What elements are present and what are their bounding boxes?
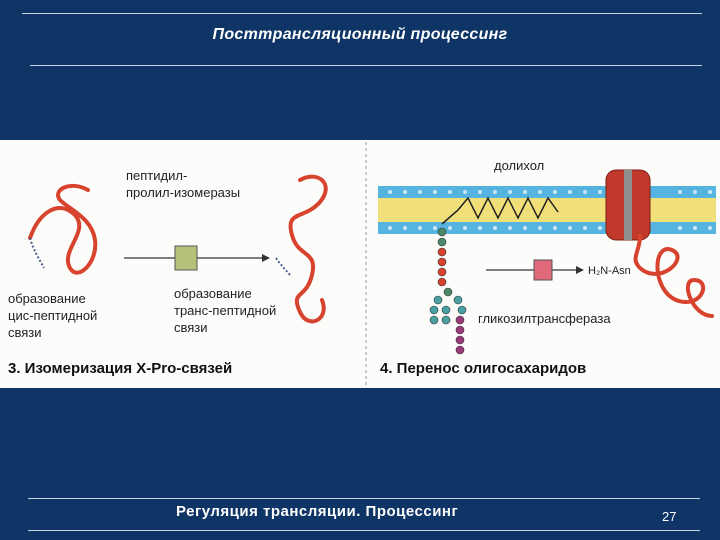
oligosaccharide-chain	[429, 227, 467, 355]
right-panel-caption: 4. Перенос олигосахаридов	[380, 360, 586, 377]
page-number: 27	[662, 509, 677, 524]
dolichol-chain	[457, 196, 559, 220]
top-rule	[22, 13, 702, 14]
isomerase-arrowhead	[262, 254, 270, 262]
trans-label-line3: связи	[174, 320, 208, 335]
bottom-rule	[28, 530, 700, 531]
footer-rule	[28, 498, 700, 499]
title-underline	[30, 65, 702, 66]
translocon-pore	[624, 170, 632, 240]
trans-label-line1: образование	[174, 286, 252, 301]
transfer-arrowhead	[576, 266, 584, 274]
protein-chain-trans	[288, 174, 328, 324]
enzyme-label-line2: пролил-изомеразы	[126, 185, 240, 200]
figure-illustration: пептидил- пролил-изомеразы образование ц…	[8, 142, 716, 386]
cis-label-line1: образование	[8, 291, 86, 306]
figure-panel: пептидил- пролил-изомеразы образование ц…	[0, 140, 720, 388]
acceptor-label: H₂N-Asn	[588, 265, 631, 277]
nascent-protein-chain	[633, 234, 714, 318]
membrane-core	[378, 198, 716, 222]
trans-label-line2: транс-пептидной	[174, 303, 276, 318]
cis-label-line2: цис-пептидной	[8, 308, 97, 323]
protein-chain-trans-tail	[275, 257, 291, 276]
protein-chain-cis-tail	[29, 237, 45, 269]
dolichol-link	[441, 209, 459, 225]
protein-chain-cis	[28, 183, 98, 275]
isomerase-enzyme-box	[174, 245, 198, 271]
cis-label-line3: связи	[8, 325, 42, 340]
transferase-label: гликозилтрансфераза	[478, 311, 611, 326]
slide-footer: Регуляция трансляции. Процессинг	[176, 503, 459, 520]
left-panel-caption: 3. Изомеризация X-Pro-связей	[8, 360, 232, 377]
dolichol-label: долихол	[494, 158, 544, 173]
membrane-dots	[388, 190, 712, 230]
slide-title: Посттрансляционный процессинг	[212, 26, 508, 43]
enzyme-label-line1: пептидил-	[126, 168, 187, 183]
transferase-enzyme-box	[533, 259, 553, 281]
